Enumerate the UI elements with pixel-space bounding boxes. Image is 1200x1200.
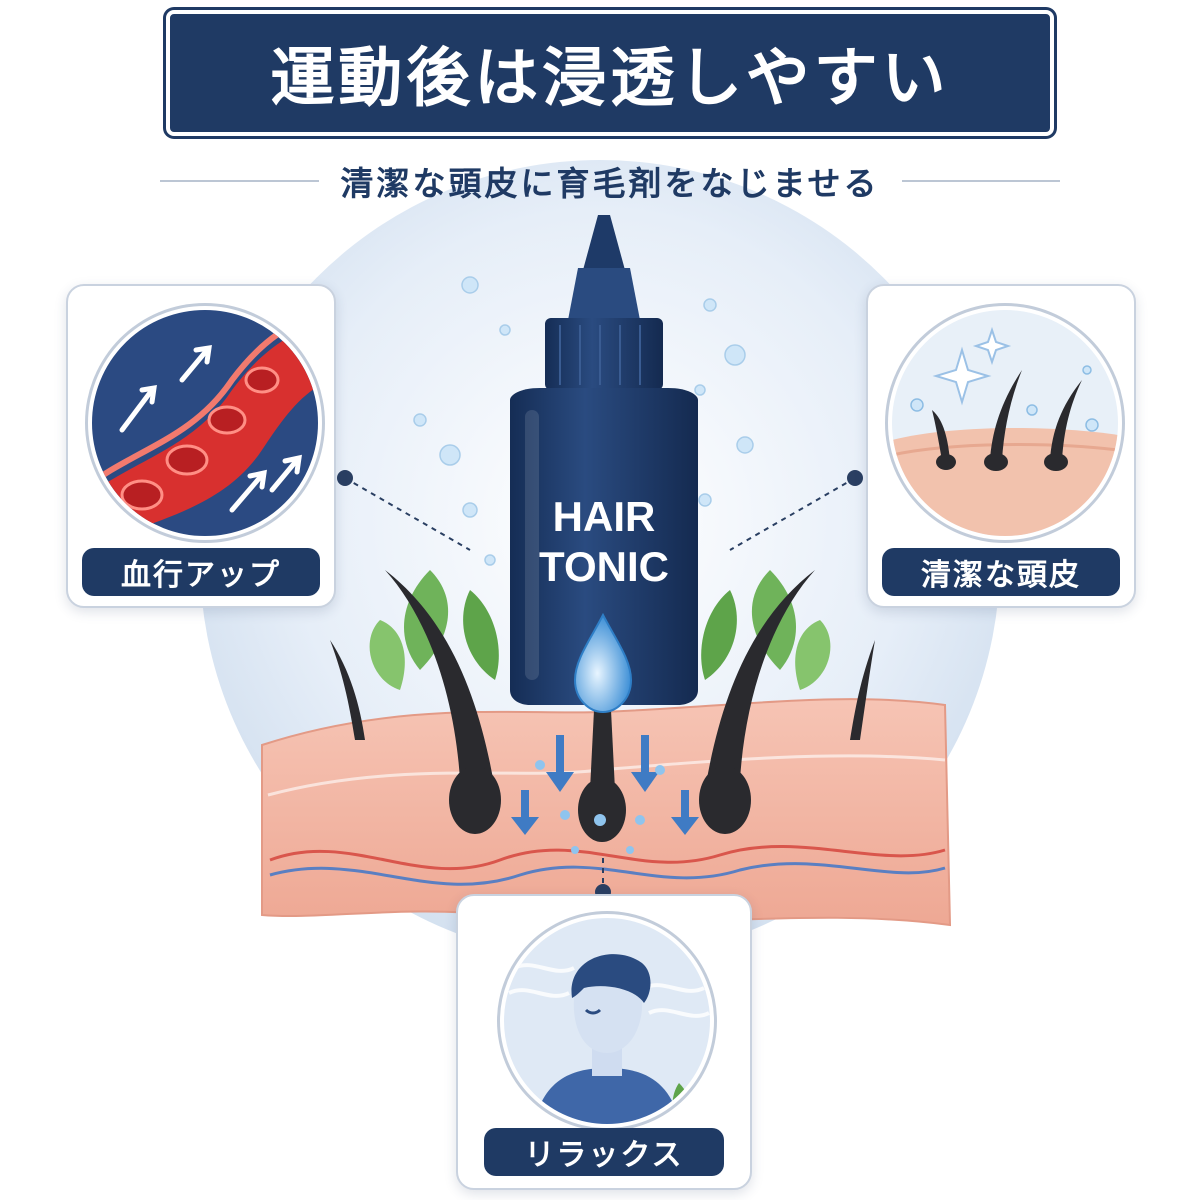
blood-vessel-icon	[92, 310, 318, 536]
hairs	[330, 570, 875, 842]
hair-tonic-bottle	[510, 215, 698, 705]
card-relax: リラックス	[456, 894, 752, 1190]
blood-vessel-red	[269, 844, 946, 871]
card-clean-scalp: 清潔な頭皮	[866, 284, 1136, 608]
bottle-label-line1: HAIR	[552, 493, 656, 540]
card-blood-flow: 血行アップ	[66, 284, 336, 608]
connector-dot-right	[847, 470, 863, 486]
subtitle-divider-left	[160, 180, 319, 182]
scalp-icon	[892, 326, 1118, 536]
page-title: 運動後は浸透しやすい	[270, 42, 950, 116]
subtitle-divider-right	[901, 180, 1061, 182]
connector-dot-left	[337, 470, 353, 486]
title-banner: 運動後は浸透しやすい	[166, 10, 1054, 136]
subtitle: 清潔な頭皮に育毛剤をなじませる	[340, 164, 880, 203]
relaxed-person-icon	[508, 954, 710, 1124]
blood-flow-illustration	[88, 306, 322, 540]
card-label-clean-scalp: 清潔な頭皮	[882, 548, 1120, 596]
card-label-blood-flow: 血行アップ	[82, 548, 320, 596]
penetration-arrows	[511, 735, 699, 835]
subtitle-row: 清潔な頭皮に育毛剤をなじませる	[160, 156, 1061, 206]
bottle-label-line2: TONIC	[539, 543, 669, 590]
relax-illustration	[500, 914, 714, 1128]
clean-scalp-illustration	[888, 306, 1122, 540]
card-label-relax: リラックス	[484, 1128, 724, 1176]
bottle-label: HAIR TONIC	[520, 492, 688, 592]
blood-vessel-blue	[269, 862, 946, 886]
tonic-drop	[573, 612, 633, 714]
